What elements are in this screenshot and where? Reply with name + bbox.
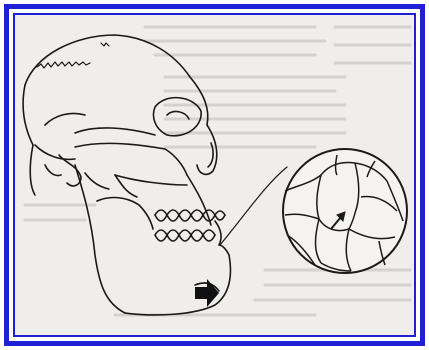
- figure-panel: [13, 13, 416, 337]
- magnified-inset: [283, 149, 407, 273]
- skull-illustration: [15, 15, 414, 335]
